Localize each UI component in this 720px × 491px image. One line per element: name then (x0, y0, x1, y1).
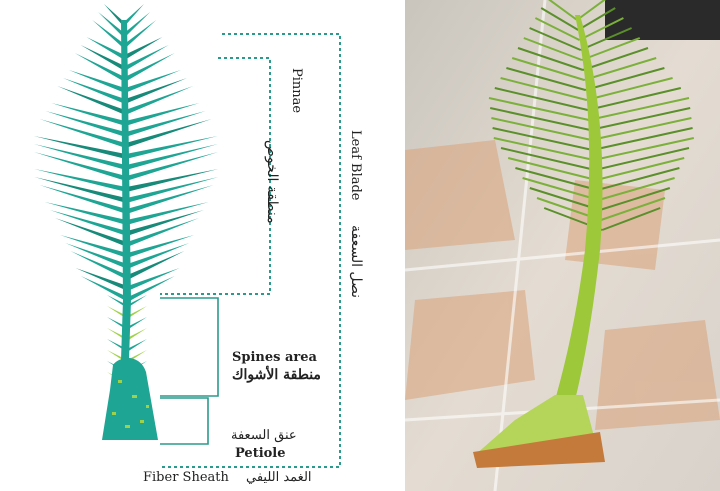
pinna-leaflet (40, 119, 126, 148)
solid-brackets (160, 298, 218, 444)
leaf-blade-bracket (160, 34, 340, 467)
petiole-label: Petiole (235, 446, 286, 461)
pinna-leaflet (126, 177, 218, 203)
spines-area-arabic-label: منطقة الأشواك (232, 367, 321, 383)
spines-bracket (160, 298, 218, 396)
spine (127, 339, 147, 352)
dark-corner (605, 0, 720, 40)
pinnae-arabic-label: منطقة الخوص (264, 140, 280, 224)
fiber-sheath-label: Fiber Sheath (143, 470, 229, 485)
pinna-leaflet (125, 53, 175, 82)
petiole-bracket (160, 398, 208, 444)
petiole-arabic-label: عنق السعفة (231, 428, 297, 443)
pinnae-bracket (160, 58, 270, 294)
pinna-leaflet (124, 12, 150, 38)
pinna-leaflet (75, 53, 125, 82)
brackets (160, 34, 340, 467)
fiber-sheath-arabic-label: الغمد الليفي (246, 470, 312, 485)
pinna-leaflet (76, 268, 128, 291)
leaf-blade-arabic-label: نصل السعفة (348, 225, 364, 298)
leaf-blade-label: Leaf Blade (348, 130, 363, 201)
pinna-leaflet (125, 86, 193, 115)
pinnae-label: Pinnae (289, 68, 304, 113)
pinna-leaflet (57, 86, 125, 115)
spines-area-label: Spines area (232, 350, 317, 365)
pinna-leaflet (98, 12, 124, 38)
pinna-leaflet (124, 20, 156, 49)
pinna-leaflet (104, 4, 124, 27)
diagram-panel: Pinnae منطقة الخوص Leaf Blade نصل السعفة… (0, 0, 405, 491)
pinna-leaflet (126, 119, 212, 148)
leaf-diagram (0, 0, 405, 491)
pinna-leaflet (92, 20, 124, 49)
photo-drawing (405, 0, 720, 491)
pinna-leaflet (34, 177, 126, 203)
palm-leaf-photo (405, 0, 720, 491)
